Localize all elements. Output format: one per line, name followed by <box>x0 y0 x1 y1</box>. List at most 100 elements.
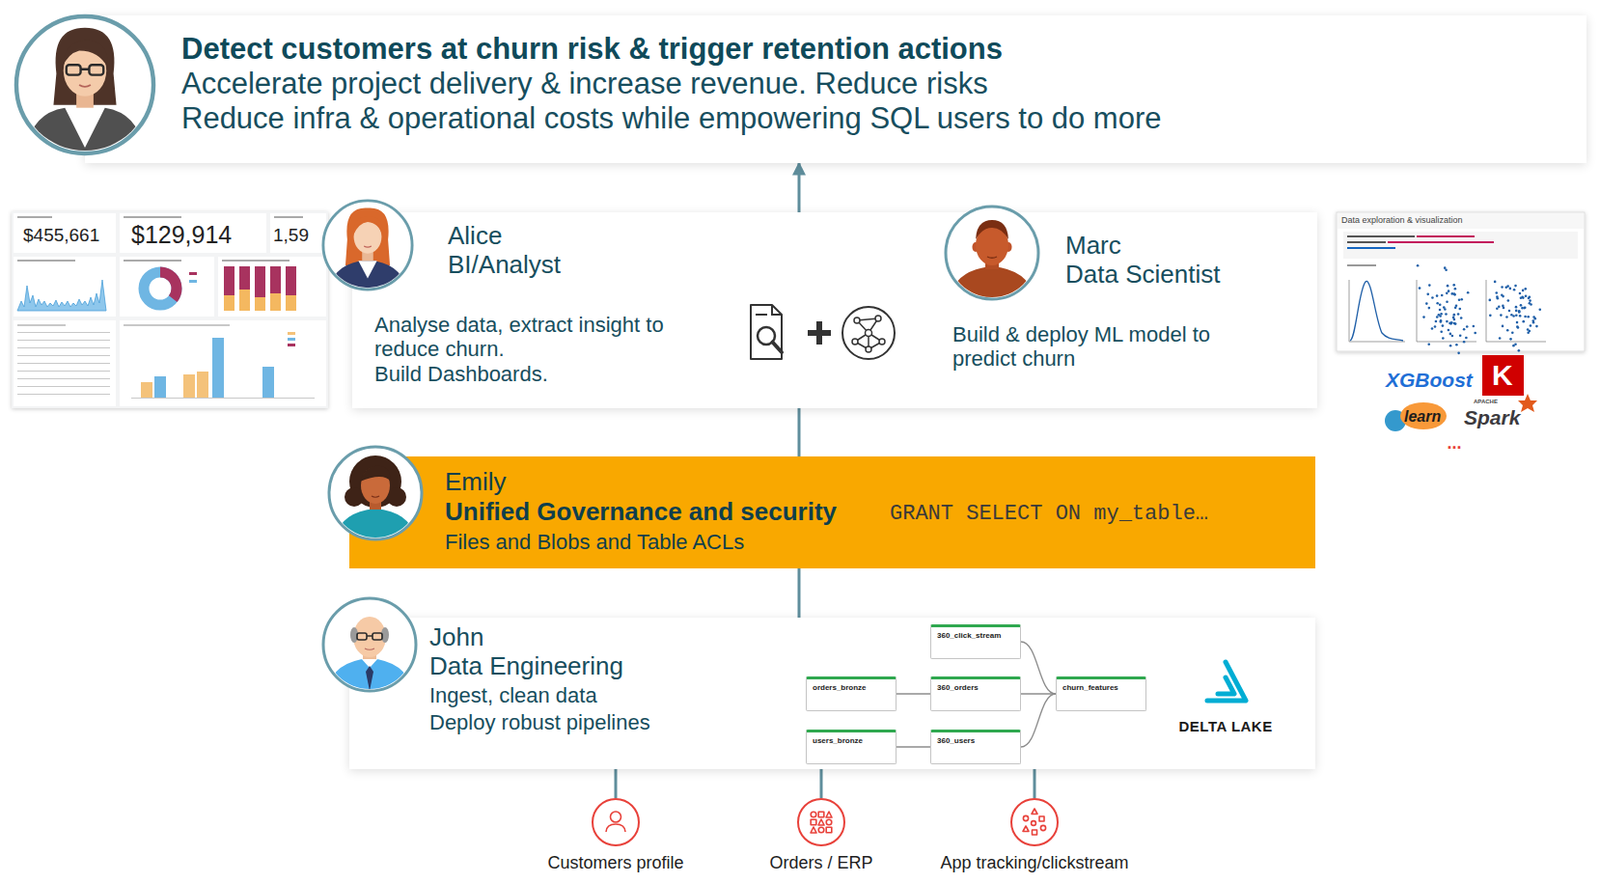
notebook-screenshot-part-part <box>1434 325 1437 329</box>
dashboard-screenshot-part <box>13 320 116 407</box>
persona-avatar-part-part <box>344 487 364 507</box>
persona-avatar-part <box>323 200 413 290</box>
notebook-screenshot-part-part <box>1529 303 1533 306</box>
notebook-screenshot-part-part <box>1494 291 1498 295</box>
notebook-screenshot-part-part <box>1465 325 1469 329</box>
ml-library-logos-part <box>1400 402 1447 430</box>
notebook-screenshot-part-part <box>1493 280 1497 284</box>
notebook-screenshot-part-part <box>1428 283 1432 287</box>
delta-lake-icon-part <box>1207 662 1246 701</box>
notebook-screenshot-part-part <box>1452 283 1456 287</box>
band-text: GRANT SELECT ON my_table… <box>889 501 1209 526</box>
notebook-screenshot-part-part <box>1497 305 1501 309</box>
notebook-screenshot-part <box>1347 235 1415 238</box>
notebook-screenshot-part-part <box>1515 309 1518 313</box>
notebook-screenshot-part-part <box>1489 314 1492 318</box>
source-circle-part-part <box>826 827 832 833</box>
dashboard-screenshot-part-part <box>17 378 111 380</box>
notebook-screenshot-part <box>1347 264 1377 267</box>
dashboard-screenshot-part <box>274 216 304 219</box>
dashboard-screenshot-part-part <box>17 324 66 327</box>
band-text: Alice <box>447 221 502 251</box>
notebook-screenshot-part-part <box>1445 320 1449 324</box>
dashboard-screenshot-part <box>183 374 195 398</box>
source-circle-part-part <box>818 827 825 833</box>
notebook-screenshot-part-part <box>1434 320 1438 324</box>
source-circle-part <box>1011 799 1058 846</box>
persona-avatar-part <box>949 220 1035 304</box>
notebook-screenshot-part-part <box>1426 293 1430 297</box>
notebook-screenshot-part-part <box>1496 297 1500 301</box>
notebook-screenshot-part-part <box>1425 302 1429 305</box>
persona-avatar-part-part <box>353 216 384 236</box>
dashboard-screenshot-part <box>287 337 296 341</box>
notebook-screenshot-part <box>1416 264 1477 355</box>
persona-avatar-part-part <box>345 207 390 266</box>
notebook-screenshot-part-part <box>1517 309 1521 313</box>
notebook-screenshot-part-part <box>1439 320 1443 324</box>
notebook-screenshot-part-part <box>1527 297 1531 301</box>
dashboard-screenshot-part-part <box>17 362 111 364</box>
notebook-screenshot-part-part <box>1522 306 1526 310</box>
notebook-screenshot-part-part <box>1498 336 1502 340</box>
dashboard-screenshot-part-part <box>17 386 111 387</box>
source-circle-part-part <box>818 811 825 818</box>
notebook-screenshot-part-part <box>1462 328 1466 332</box>
persona-avatar-part-part <box>987 256 997 258</box>
notebook-screenshot-part-part <box>1418 286 1422 290</box>
flow-connector <box>798 408 801 457</box>
notebook-screenshot-part-part <box>1459 333 1463 337</box>
flow-connector <box>820 769 824 799</box>
dashboard-screenshot-part <box>140 382 153 398</box>
persona-avatar-part-part <box>386 487 407 507</box>
persona-avatar-part-part <box>363 246 372 248</box>
notebook-screenshot-part-part <box>1510 313 1514 317</box>
notebook-screenshot-part-part <box>1443 266 1447 270</box>
table-name: users_bronze <box>812 736 863 745</box>
persona-avatar <box>327 444 424 542</box>
analysis-icons-part-part <box>865 330 873 337</box>
notebook-screenshot-part-part <box>1515 305 1518 309</box>
band-text: Analyse data, extract insight to reduce … <box>374 312 734 362</box>
notebook-screenshot-part-part <box>1445 301 1449 304</box>
notebook-screenshot-part-part <box>1444 312 1448 316</box>
notebook-screenshot-part-part <box>1453 313 1457 317</box>
kpi-value: 1,59 <box>273 224 309 247</box>
notebook-screenshot-part-part <box>1526 315 1530 319</box>
analysis-icons-part <box>750 304 782 359</box>
dashboard-screenshot-part <box>143 272 177 305</box>
source-circle-part-part <box>610 811 622 823</box>
notebook-screenshot-part <box>1349 279 1546 342</box>
logo-text: ... <box>1447 433 1463 454</box>
persona-avatar-part-part <box>327 658 413 695</box>
dashboard-screenshot-part <box>143 272 177 305</box>
notebook-screenshot-part <box>1387 241 1494 244</box>
pipeline-table: 360_orders <box>930 676 1021 712</box>
analysis-icons-part <box>855 318 883 350</box>
dashboard-screenshot-part <box>218 256 327 317</box>
persona-avatar <box>943 204 1041 302</box>
persona-avatar-part <box>327 616 413 695</box>
band-text: John <box>429 623 484 653</box>
notebook-screenshot-part-part <box>1441 324 1445 328</box>
notebook-screenshot-part-part <box>1453 292 1457 296</box>
dashboard-screenshot-part <box>223 295 235 311</box>
notebook-screenshot-part-part <box>1455 343 1459 347</box>
source-circle-part-part <box>1032 829 1038 835</box>
persona-avatar-part-part <box>949 266 1035 304</box>
notebook-screenshot-part-part <box>1509 287 1513 291</box>
notebook-screenshot-part-part <box>1524 294 1528 298</box>
persona-avatar-part-part-part <box>366 634 373 637</box>
persona-band: AliceBI/AnalystAnalyse data, extract ins… <box>352 212 1318 409</box>
source-circle-part-part <box>1040 825 1046 830</box>
source-circle <box>1010 798 1059 847</box>
notebook-screenshot-part-part <box>1447 329 1451 332</box>
notebook-screenshot-part-part <box>1514 284 1518 288</box>
source-circle-part-part <box>826 811 832 818</box>
flow-connector <box>798 568 801 618</box>
band-text: Files and Blobs and Table ACLs <box>444 529 745 554</box>
pipeline-table: churn_features <box>1055 676 1147 712</box>
dashboard-screenshot-part <box>254 266 266 298</box>
notebook-screenshot-part-part <box>1427 342 1431 346</box>
persona-avatar-part-part <box>359 466 391 482</box>
